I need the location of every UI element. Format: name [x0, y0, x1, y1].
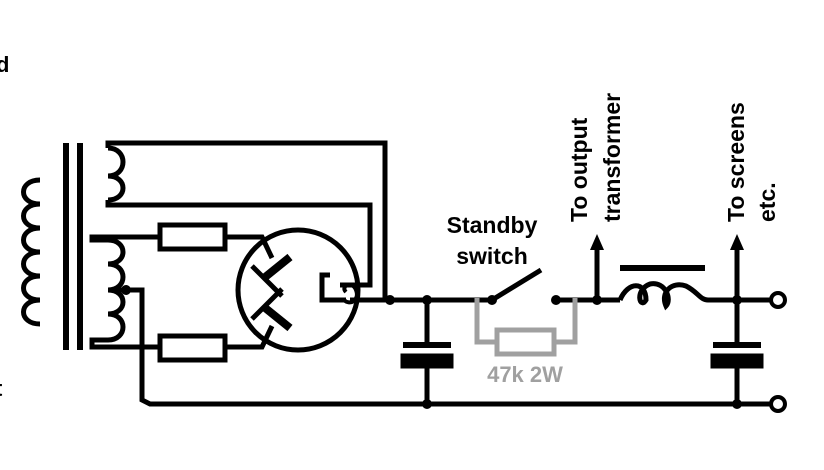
ht-winding-top-lead — [89, 234, 160, 243]
junction-dot — [487, 295, 497, 305]
edge-text-fragment-top: d — [0, 52, 9, 77]
heater-wire-top — [105, 140, 388, 303]
heater-winding — [107, 145, 126, 203]
junction-dot — [732, 399, 742, 409]
output-transformer-label-line2: transformer — [599, 93, 625, 222]
standby-label-line1: Standby — [447, 212, 538, 238]
bypass-resistor-body — [494, 327, 557, 357]
centre-tap-wire — [112, 287, 778, 407]
reservoir-cap-plate-bottom — [400, 353, 454, 369]
bypass-resistor-wire-right — [554, 298, 578, 345]
junction-dot — [422, 295, 432, 305]
anode-wire-bottom — [225, 324, 275, 350]
output-terminal-ht — [769, 291, 787, 309]
ht-secondary-winding — [107, 237, 126, 343]
bypass-resistor-wire-left — [474, 298, 497, 345]
transformer-primary-winding — [21, 177, 41, 327]
junction-dot — [592, 295, 602, 305]
smoothing-cap-plate-bottom — [710, 353, 764, 369]
valve-anode-2-plate — [261, 303, 293, 332]
valve-heater-loop — [342, 282, 359, 305]
valve-cathode — [319, 272, 346, 303]
output-arrow-icon — [590, 234, 604, 250]
ht-winding-bottom-lead — [89, 337, 160, 350]
edge-text-fragment-bottom: t — [0, 376, 3, 401]
anode-resistor-top — [157, 222, 228, 252]
junction-dot — [422, 399, 432, 409]
screens-label-line2: etc. — [754, 182, 780, 222]
valve-anode-2-lead — [250, 287, 284, 321]
screens-label-line1: To screens — [723, 102, 749, 222]
standby-label-line2: switch — [456, 243, 528, 269]
valve-anode-1-plate — [261, 253, 293, 282]
output-terminal-ground — [769, 395, 787, 413]
output-transformer-label-line1: To output — [566, 117, 592, 222]
anode-resistor-bottom — [157, 333, 228, 363]
screens-arrow-icon — [730, 234, 744, 250]
smoothing-choke-winding — [617, 281, 709, 311]
junction-dot — [385, 295, 395, 305]
junction-dot — [732, 295, 742, 305]
junction-dot — [551, 295, 561, 305]
bypass-resistor-value-label: 47k 2W — [487, 362, 563, 387]
anode-wire-top — [225, 234, 275, 260]
rectifier-valve-envelope — [235, 227, 361, 353]
standby-switch-blade — [490, 267, 543, 303]
junction-dot — [121, 285, 131, 295]
